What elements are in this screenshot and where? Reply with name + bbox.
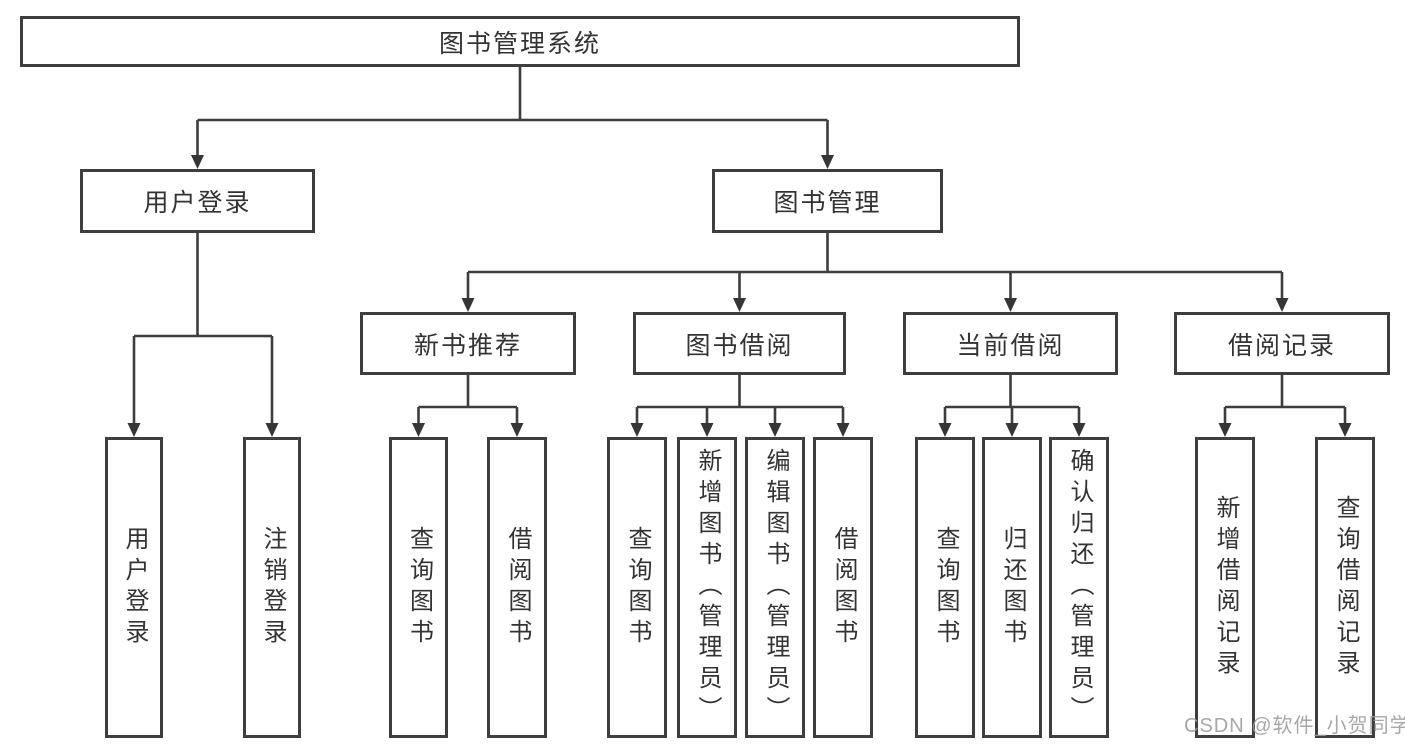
node-label: 借阅图书 [504,525,531,650]
leaf-borrow-books: 借阅图书 [813,437,873,738]
leaf-user-login: 用户登录 [105,437,163,738]
node-label: 查询图书 [624,525,651,650]
connector-borrow-records-to-leaves [1218,375,1352,437]
connector-new-book-recommend-to-leaves [412,375,524,437]
arrowhead-icon [1005,423,1019,437]
arrowhead-icon [1338,423,1352,437]
arrowhead-icon [821,155,834,169]
csdn-watermark: CSDN @软件_小贺同学 [1184,715,1405,737]
arrowhead-icon [191,155,204,169]
node-label: 编辑图书（管理员） [762,448,789,727]
node-label: 查询借阅记录 [1332,494,1359,681]
arrowhead-icon [733,298,746,312]
arrowhead-icon [412,423,425,437]
node-label: 查询图书 [932,525,959,650]
node-label: 用户登录 [143,189,252,217]
leaf-borrow-books-recommend: 借阅图书 [487,437,547,738]
node-label: 当前借阅 [956,331,1065,360]
node-label: 图书管理系统 [438,29,601,58]
leaf-edit-book-admin: 编辑图书（管理员） [745,437,805,738]
node-label: 确认归还（管理员） [1066,448,1093,727]
connector-current-borrow-to-leaves [938,375,1086,437]
arrowhead-icon [1072,423,1086,437]
node-label: 图书借阅 [685,331,794,360]
leaf-query-books-borrow: 查询图书 [607,437,667,738]
leaf-add-book-admin: 新增图书（管理员） [677,437,737,738]
arrowhead-icon [700,423,714,437]
arrowhead-icon [938,423,952,437]
leaf-confirm-return-admin: 确认归还（管理员） [1049,437,1109,738]
node-borrow-records: 借阅记录 [1174,312,1390,375]
node-label: 注销登录 [259,525,286,650]
node-label: 新增图书（管理员） [694,448,721,727]
node-label: 借阅记录 [1227,331,1336,360]
node-user-login: 用户登录 [80,169,315,233]
arrowhead-icon [265,423,279,437]
node-label: 归还图书 [999,525,1026,650]
node-label: 新书推荐 [413,331,522,360]
leaf-query-borrow-record: 查询借阅记录 [1315,437,1375,738]
connector-user-login-to-leaves [127,233,279,437]
node-label: 用户登录 [121,525,148,650]
leaf-logout: 注销登录 [243,437,301,738]
leaf-return-book: 归还图书 [982,437,1042,738]
node-library-system: 图书管理系统 [20,16,1020,67]
leaf-query-books-recommend: 查询图书 [389,437,448,738]
node-label: 查询图书 [405,525,433,650]
arrowhead-icon [1004,298,1017,312]
arrowhead-icon [127,423,141,437]
node-current-borrow: 当前借阅 [903,312,1118,375]
leaf-add-borrow-record: 新增借阅记录 [1195,437,1255,738]
connector-root-to-level2 [191,67,834,169]
connector-book-borrow-to-leaves [630,375,850,437]
node-new-book-recommend: 新书推荐 [360,312,576,375]
arrowhead-icon [1218,423,1232,437]
arrowhead-icon [461,298,475,312]
leaf-query-books-current: 查询图书 [915,437,975,738]
arrowhead-icon [630,423,644,437]
arrowhead-icon [768,423,782,437]
node-book-borrow: 图书借阅 [633,312,846,375]
arrowhead-icon [510,423,524,437]
node-label: 图书管理 [773,189,882,217]
node-label: 借阅图书 [830,525,857,650]
node-book-management: 图书管理 [712,169,943,233]
node-label: 新增借阅记录 [1212,494,1239,681]
connector-book-management-to-level3 [461,233,1289,312]
arrowhead-icon [836,423,850,437]
arrowhead-icon [1275,298,1289,312]
